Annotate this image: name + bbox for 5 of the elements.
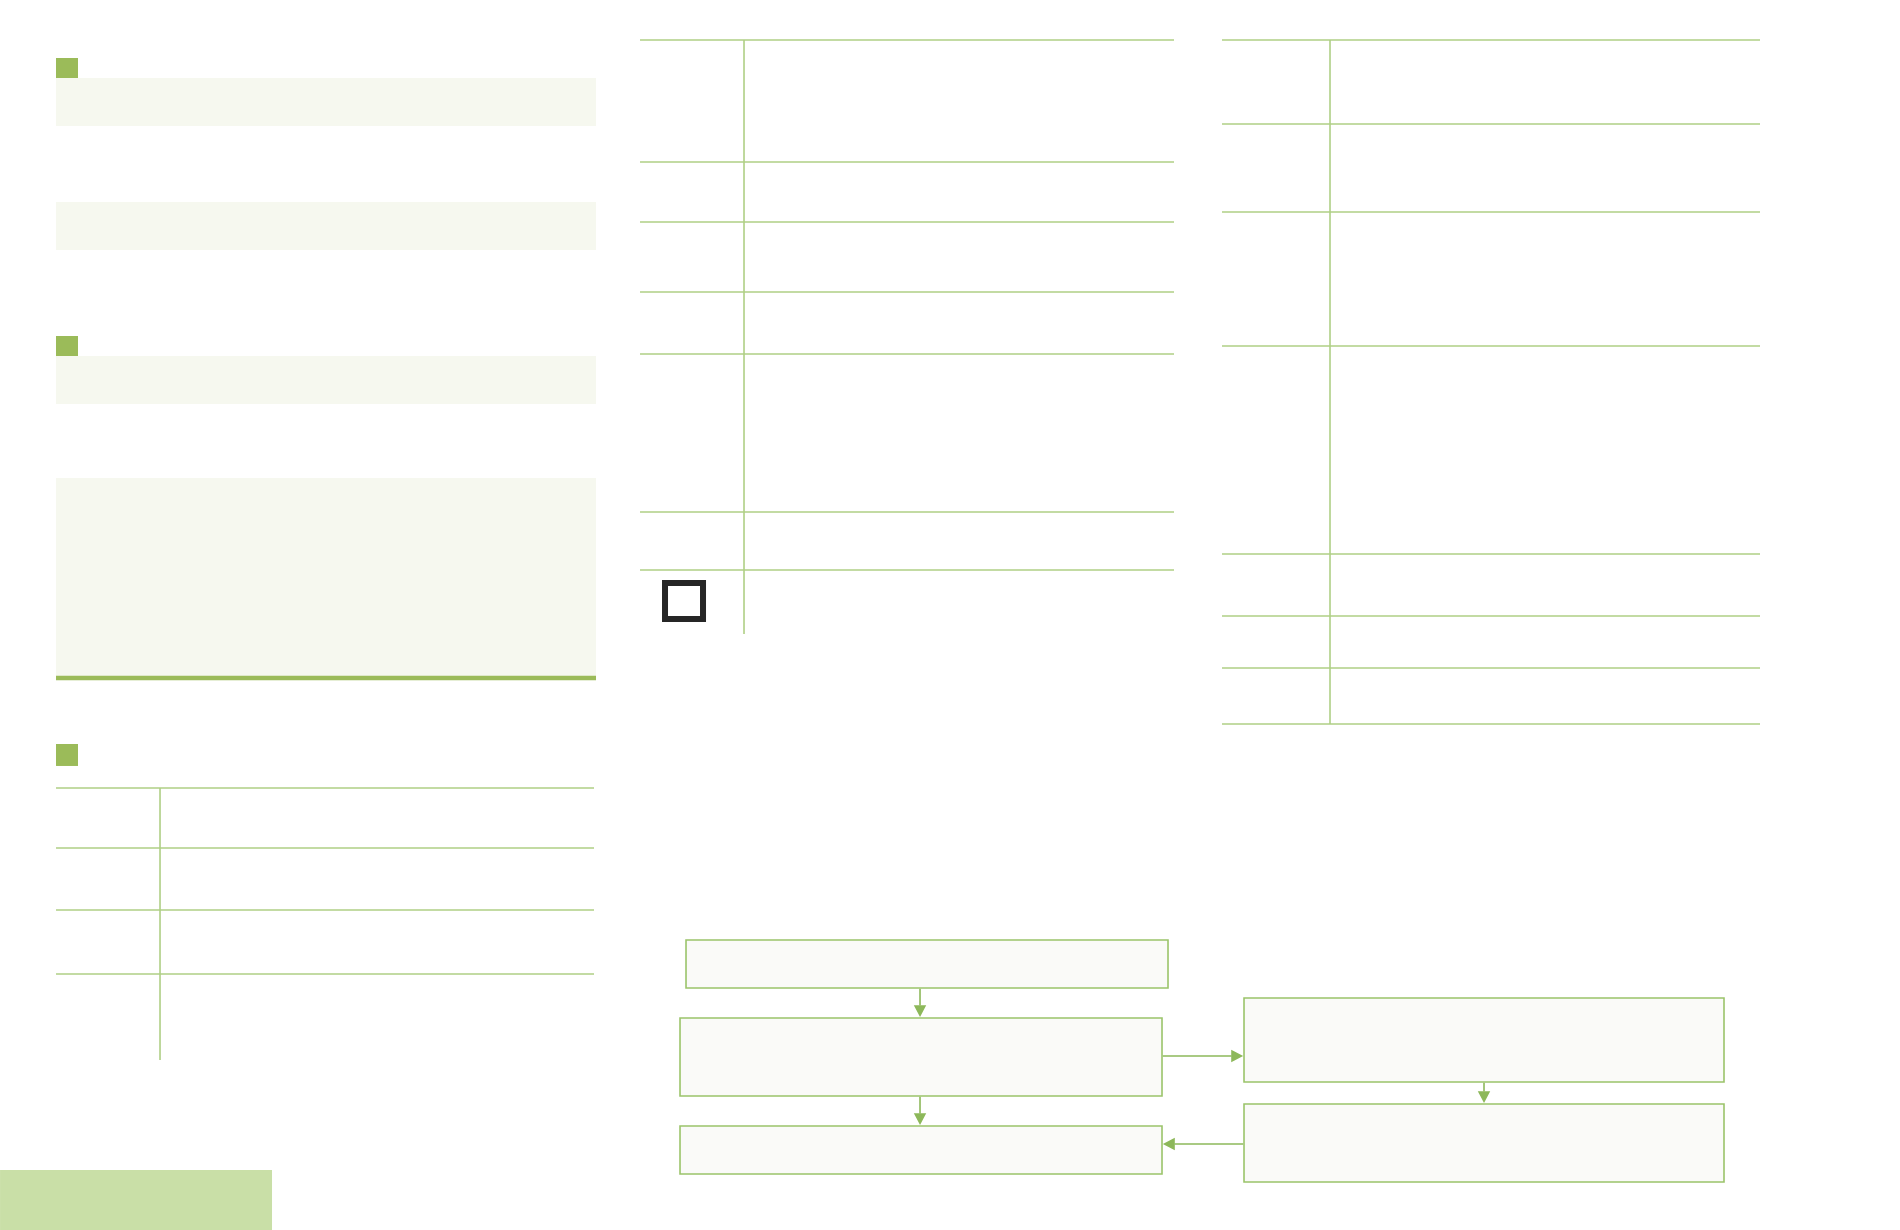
process-box: [679, 1125, 1163, 1175]
process-box: [1243, 997, 1725, 1083]
process-box: [685, 939, 1169, 989]
process-box: [1243, 1103, 1725, 1183]
process-box: [679, 1017, 1163, 1097]
